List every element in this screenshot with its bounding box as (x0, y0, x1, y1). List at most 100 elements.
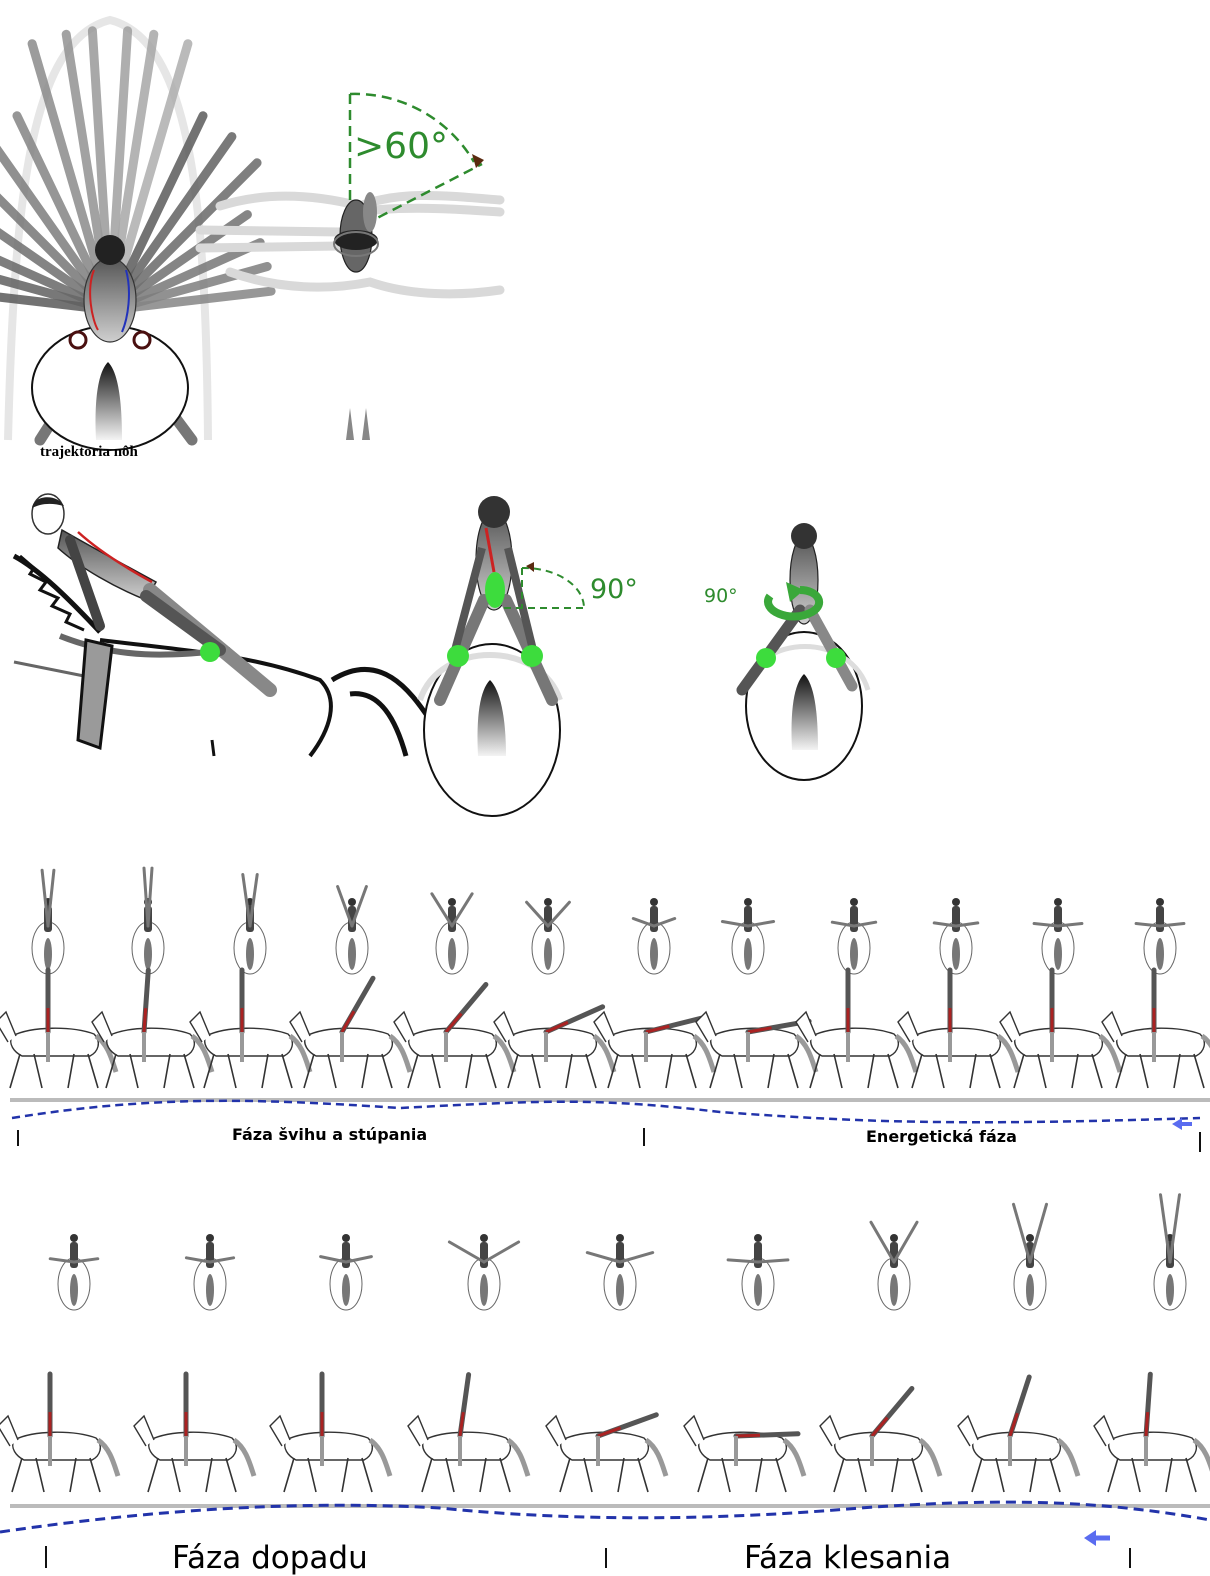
mini-horse-body (285, 1432, 373, 1460)
mini-horse-leg (466, 1054, 472, 1088)
mini-horse-tail (920, 1440, 940, 1476)
mini-horse-head (134, 1416, 154, 1446)
mini-horse-body (423, 1432, 511, 1460)
mini-horse-body (1015, 1028, 1103, 1056)
mini-horse-leg (34, 1054, 42, 1088)
mini-horse-body (205, 1028, 293, 1056)
mini-horse-leg (768, 1054, 774, 1088)
mini-horse-body (835, 1432, 923, 1460)
mini-horse-mane (206, 1274, 214, 1306)
mini-horse-mane (890, 1274, 898, 1306)
mini-vaulter-body (1156, 906, 1164, 932)
mini-vaulter-body (744, 906, 752, 932)
vaulter-thigh-top (363, 192, 377, 232)
mini-horse-tail (784, 1440, 804, 1476)
mini-horse-leg (172, 1458, 180, 1492)
mini-horse-leg (1072, 1054, 1078, 1088)
mini-vaulter-body (850, 906, 858, 932)
mini-horse-leg (632, 1054, 640, 1088)
mini-horse-leg (1030, 1458, 1036, 1492)
mini-horse-leg (328, 1054, 336, 1088)
mini-vaulter-marker (1146, 1412, 1148, 1436)
mini-horse-leg (1050, 1458, 1060, 1492)
mini-horse-body (1109, 1432, 1197, 1460)
mini-horse-head (394, 1012, 414, 1042)
mini-horse-leg (734, 1054, 742, 1088)
mini-horse-leg (1186, 1458, 1196, 1492)
angle-arc-90-1 (522, 568, 584, 608)
mini-vaulter-head (1026, 1234, 1034, 1242)
middle-side-view (14, 494, 430, 756)
angle-label-90-a: 90° (590, 574, 638, 605)
sequence-2-side-row (0, 1374, 1210, 1492)
mini-horse-tail (508, 1440, 528, 1476)
mini-horse-leg (666, 1054, 672, 1088)
mini-horse-leg (228, 1054, 236, 1088)
mini-horse-head (270, 1416, 290, 1446)
mini-vaulter-head (348, 898, 356, 906)
mini-vaulter-marker (144, 1008, 146, 1032)
mini-horse-leg (936, 1054, 944, 1088)
mini-horse-leg (560, 1458, 570, 1492)
mini-horse-leg (1194, 1054, 1204, 1088)
mini-horse-leg (532, 1054, 540, 1088)
middle-front-view-2 (742, 523, 868, 780)
mini-horse-mane (44, 938, 52, 970)
mini-horse-mane (1156, 938, 1164, 970)
angle-label-90-b: 90° (704, 585, 738, 607)
mini-horse-leg (148, 1458, 158, 1492)
mini-vaulter-leg (484, 1242, 519, 1262)
mini-vaulter-body (616, 1242, 624, 1268)
mini-horse-leg (284, 1458, 294, 1492)
joint-marker-knee-left-2 (756, 648, 776, 668)
mini-horse-leg (342, 1458, 348, 1492)
mini-vaulter-body (70, 1242, 78, 1268)
mini-horse-leg (788, 1054, 798, 1088)
mini-vaulter-head (480, 1234, 488, 1242)
mini-horse-mane (616, 1274, 624, 1306)
mini-horse-leg (362, 1054, 368, 1088)
mini-horse-leg (584, 1458, 592, 1492)
mini-horse-leg (446, 1458, 454, 1492)
mini-horse-mane (1026, 1274, 1034, 1306)
mini-horse-mane (70, 1274, 78, 1306)
mini-vaulter-head (70, 1234, 78, 1242)
sequence-1-front-row (32, 868, 1184, 974)
mini-horse-tail (98, 1440, 118, 1476)
phase-label-landing: Fáza dopadu (172, 1540, 368, 1576)
mini-horse-mane (144, 938, 152, 970)
mini-vaulter-head (650, 898, 658, 906)
mini-horse-mane (480, 1274, 488, 1306)
mini-horse-leg (868, 1054, 874, 1088)
mini-horse-leg (834, 1458, 844, 1492)
side-view-angle-figure (200, 94, 500, 440)
mini-horse-leg (892, 1458, 898, 1492)
mini-horse-mane (348, 938, 356, 970)
joint-marker-pelvis (485, 572, 505, 608)
mini-horse-body (107, 1028, 195, 1056)
mini-horse-head (0, 1012, 16, 1042)
mini-horse-body (409, 1028, 497, 1056)
mini-vaulter-leg (1170, 1195, 1180, 1262)
mini-vaulter-leg (1161, 1195, 1171, 1262)
mini-vaulter-head (754, 1234, 762, 1242)
mini-horse-body (913, 1028, 1001, 1056)
mini-vaulter-body (544, 906, 552, 932)
mini-horse-leg (382, 1054, 392, 1088)
mini-vaulter-head (1156, 898, 1164, 906)
mini-horse-body (11, 1028, 99, 1056)
mini-vaulter-head (544, 898, 552, 906)
mini-horse-leg (686, 1054, 696, 1088)
mini-horse-head (1094, 1416, 1114, 1446)
mini-horse-tail (1058, 1440, 1078, 1476)
mini-horse-leg (10, 1054, 20, 1088)
middle-front-view-1 (420, 496, 584, 816)
mini-vaulter-leg (728, 1260, 758, 1262)
mini-horse-leg (36, 1458, 44, 1492)
mini-horse-leg (362, 1458, 372, 1492)
mini-vaulter-leg (758, 1260, 788, 1262)
mini-horse-leg (68, 1054, 74, 1088)
mini-horse-leg (970, 1054, 976, 1088)
mini-vaulter-head (890, 1234, 898, 1242)
sequence-1-side-row (0, 970, 1210, 1088)
